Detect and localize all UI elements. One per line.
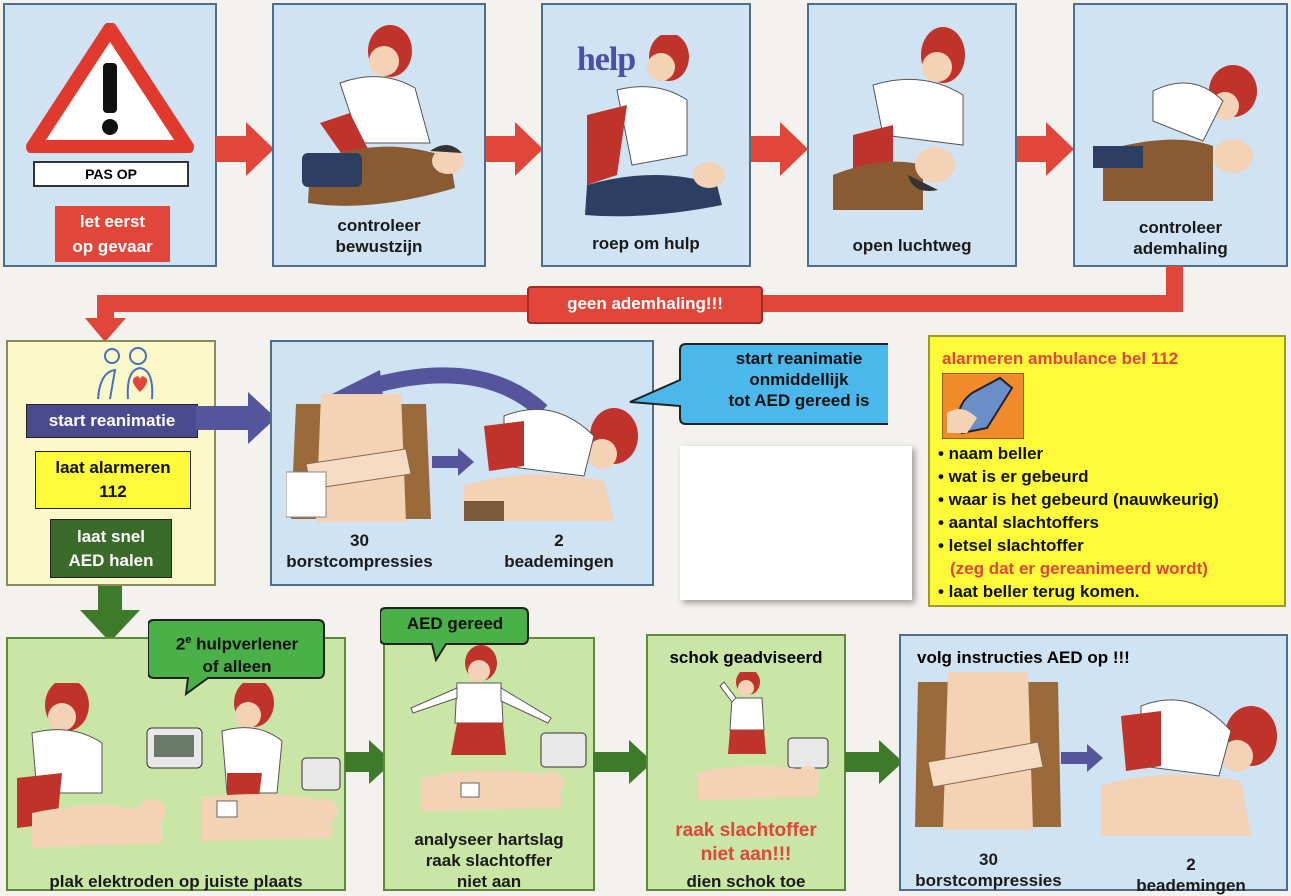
danger-label: let eerst op gevaar: [55, 206, 170, 262]
small-blue-arrow-icon: [432, 448, 474, 476]
follow-compress-label: borstcompressies: [915, 871, 1062, 890]
green-arrow-icon: [845, 740, 903, 784]
rescuer-check-consciousness-illustration: [302, 25, 464, 206]
chest-compression-illustration-2: [915, 672, 1061, 830]
speech-bubble-blue: [629, 343, 888, 425]
ambulance-note: (zeg dat er gereanimeerd wordt): [950, 559, 1208, 578]
helper-line1-rest: hulpverlener: [191, 634, 299, 654]
bubble-line1: start reanimatie: [735, 349, 863, 368]
rescue-breath-illustration: [464, 408, 638, 521]
ambulance-item: • letsel slachtoffer: [938, 536, 1084, 555]
cpr-breath-count: 2: [554, 531, 564, 550]
warning-triangle-icon: [26, 23, 194, 153]
start-cpr-label: start reanimatie: [26, 404, 198, 438]
consciousness-caption-line1: controleer: [337, 216, 421, 235]
panel-follow-aed: volg instructies AED op !!! 30 borstcomp…: [899, 634, 1288, 895]
red-arrow-icon: [485, 122, 543, 176]
ambulance-item: • waar is het gebeurd (nauwkeurig): [938, 490, 1219, 509]
alarm-label-line1: laat alarmeren: [55, 458, 171, 477]
ambulance-item: • aantal slachtoffers: [938, 513, 1099, 532]
danger-label-line1: let eerst: [79, 212, 146, 231]
follow-title: volg instructies AED op !!!: [917, 648, 1130, 667]
cpr-compress-label: borstcompressies: [286, 552, 433, 571]
speech-bubble-aed-ready: [380, 607, 529, 662]
blue-arrow-icon: [196, 392, 276, 444]
phone-icon: [942, 373, 1024, 439]
help-shout-text: help: [576, 41, 636, 78]
get-aed-label: laat snel AED halen: [50, 519, 172, 578]
airway-caption: open luchtweg: [852, 236, 972, 255]
panel-analysis: analyseer hartslag raak slachtoffer niet…: [383, 637, 595, 891]
helper-line2: of alleen: [202, 656, 272, 676]
blank-card: [680, 446, 912, 600]
ambulance-title: alarmeren ambulance bel 112: [942, 349, 1179, 368]
analysis-line2: raak slachtoffer: [425, 851, 553, 870]
analysis-line1: analyseer hartslag: [414, 830, 564, 849]
green-down-arrow-icon: [80, 586, 140, 642]
bubble-line3: tot AED gereed is: [728, 391, 870, 410]
cpr-compress-count: 30: [350, 531, 369, 550]
call-help-caption: roep om hulp: [592, 234, 700, 253]
shock-warning-line2: niet aan!!!: [700, 844, 792, 865]
follow-compress-count: 30: [979, 850, 998, 869]
aed-ready-text: AED gereed: [406, 614, 504, 633]
get-aed-label-line2: AED halen: [68, 551, 154, 570]
panel-shock: schok geadviseerd raak slachtoffer niet …: [646, 634, 846, 891]
rescuer-aed-pads-illustration: [17, 683, 341, 848]
shock-warning-line1: raak slachtoffer: [675, 820, 817, 841]
bubble-start-cpr-text: start reanimatie onmiddellijk tot AED ge…: [680, 348, 918, 411]
cpr-heart-icon: [97, 347, 154, 400]
step-panel-call-help: help roep om hulp: [541, 3, 751, 267]
speech-bubble-green-helper: [148, 619, 325, 696]
no-breathing-label: geen ademhaling!!!: [527, 286, 763, 324]
red-arrow-icon: [216, 122, 274, 176]
step-panel-consciousness: controleer bewustzijn: [272, 3, 486, 267]
panel-ambulance: alarmeren ambulance bel 112 • naam belle…: [928, 335, 1286, 607]
helper-bubble-text: 2e hulpverlener of alleen: [150, 629, 324, 678]
chest-compression-illustration: [286, 394, 431, 522]
danger-sign: PAS OP: [33, 161, 189, 187]
bubble-line2: onmiddellijk: [749, 370, 849, 389]
step-panel-danger: PAS OP let eerst op gevaar: [3, 3, 217, 267]
follow-breath-label: beademingen: [1136, 876, 1246, 895]
analysis-line3: niet aan: [456, 872, 522, 891]
ambulance-item: • wat is er gebeurd: [938, 467, 1089, 486]
electrodes-caption: plak elektroden op juiste plaats: [49, 872, 303, 891]
green-arrow-icon: [345, 740, 393, 784]
panel-electrodes: plak elektroden op juiste plaats: [6, 637, 346, 891]
step-panel-airway: open luchtweg: [807, 3, 1017, 267]
cpr-breath-label: beademingen: [504, 552, 614, 571]
helper-line1-num: 2: [175, 634, 186, 654]
red-arrow-icon: [750, 122, 808, 176]
panel-cpr-cycle: 30 borstcompressies 2 beademingen: [270, 340, 654, 586]
small-blue-arrow-icon: [1061, 744, 1103, 772]
rescue-breath-illustration-2: [1101, 699, 1277, 836]
rescuer-calling-help-illustration: [585, 35, 725, 217]
alarm-label: laat alarmeren 112: [35, 451, 191, 509]
shock-title: schok geadviseerd: [669, 648, 823, 667]
follow-breath-count: 2: [1186, 855, 1196, 874]
ambulance-list: • naam beller • wat is er gebeurd • waar…: [938, 442, 1219, 603]
breathing-caption-line2: ademhaling: [1133, 239, 1228, 258]
get-aed-label-line1: laat snel: [76, 527, 146, 546]
rescuer-open-airway-illustration: [833, 27, 965, 210]
danger-label-line2: op gevaar: [72, 237, 153, 256]
rescuer-check-breathing-illustration: [1093, 65, 1257, 201]
ambulance-item: • naam beller: [938, 444, 1044, 463]
shock-caption: dien schok toe: [686, 872, 806, 891]
consciousness-caption-line2: bewustzijn: [335, 237, 423, 256]
alarm-label-line2: 112: [99, 482, 127, 501]
panel-start-cpr: start reanimatie laat alarmeren 112 laat…: [6, 340, 216, 586]
green-arrow-icon: [593, 740, 653, 784]
red-arrow-icon: [1016, 122, 1074, 176]
rescuer-hands-off-illustration: [410, 645, 587, 811]
ambulance-item-last: • laat beller terug komen.: [938, 582, 1140, 601]
rescuer-shock-illustration: [698, 672, 829, 800]
step-panel-breathing: controleer ademhaling: [1073, 3, 1288, 267]
helper-line1-sup: e: [185, 634, 192, 646]
breathing-caption-line1: controleer: [1138, 218, 1223, 237]
